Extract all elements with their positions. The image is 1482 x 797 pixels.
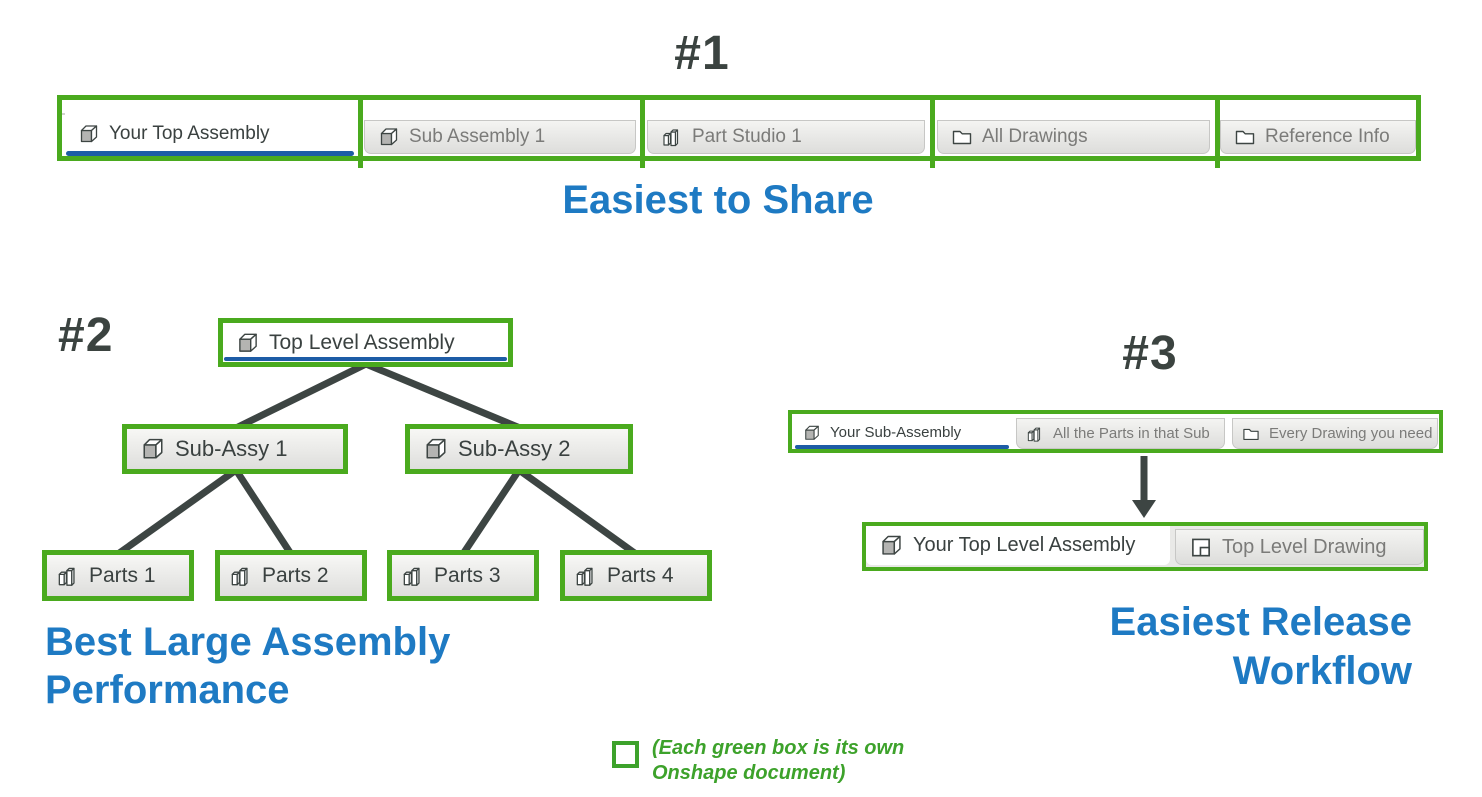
tab-all-the-parts-in-that-sub[interactable]: All the Parts in that Sub	[1016, 418, 1225, 449]
tab-label: Your Top Level Assembly	[913, 534, 1136, 556]
document-divider	[930, 99, 935, 168]
node-top-level-assembly: Top Level Assembly	[218, 318, 513, 367]
section1-caption: Easiest to Share	[562, 178, 874, 222]
node-parts-1: Parts 1	[42, 550, 194, 601]
assembly-icon	[878, 532, 905, 559]
tab-sub-assembly-1[interactable]: Sub Assembly 1	[364, 120, 636, 154]
node-parts-3: Parts 3	[387, 550, 539, 601]
tree-connector-lines	[115, 360, 639, 557]
node-label: Parts 2	[262, 563, 329, 587]
tab-top-level-assembly[interactable]: Top Level Assembly	[223, 323, 508, 362]
tab-all-drawings[interactable]: All Drawings	[937, 120, 1210, 154]
node-label: Sub-Assy 1	[175, 436, 288, 461]
section3-top-tab-bar: Your Sub-Assembly All the Parts in that …	[788, 410, 1443, 453]
node-label: Top Level Assembly	[269, 330, 455, 354]
legend-line1: (Each green box is its own	[652, 737, 905, 759]
section2-caption-line2: Performance	[45, 668, 290, 712]
drawing-icon	[1188, 534, 1214, 560]
section2-caption-line1: Best Large Assembly	[45, 620, 451, 664]
active-tab-underline	[224, 357, 507, 361]
part-studio-icon	[1025, 424, 1045, 444]
folder-icon	[950, 125, 974, 149]
tab-part-studio-1[interactable]: Part Studio 1	[647, 120, 925, 154]
part-studio-icon	[573, 563, 599, 589]
node-parts-4: Parts 4	[560, 550, 712, 601]
tab-label: Part Studio 1	[692, 126, 802, 147]
document-divider	[640, 99, 645, 168]
part-studio-icon	[400, 563, 426, 589]
assembly-icon	[77, 122, 101, 146]
green-box-legend-swatch	[612, 741, 639, 768]
section2-caption: Best Large Assembly Performance	[45, 618, 450, 714]
node-sub-assy-1: Sub-Assy 1	[122, 424, 348, 474]
legend-line2: Onshape document)	[652, 762, 846, 784]
tab-label: Your Sub-Assembly	[830, 424, 962, 441]
section3-bottom-tab-bar: Your Top Level Assembly Top Level Drawin…	[862, 522, 1428, 571]
node-label: Sub-Assy 2	[458, 436, 571, 461]
folder-icon	[1233, 125, 1257, 149]
tab-label: All Drawings	[982, 126, 1088, 147]
assembly-icon	[139, 435, 167, 463]
node-label: Parts 1	[89, 563, 156, 587]
section1-tab-bar: Your Top Assembly Sub Assembly 1 Part St…	[57, 95, 1421, 168]
section3-heading: #3	[1122, 327, 1178, 380]
tab-your-sub-assembly[interactable]: Your Sub-Assembly	[794, 416, 1010, 449]
document-divider	[1215, 99, 1220, 168]
tab-label: Sub Assembly 1	[409, 126, 546, 147]
folder-icon	[1241, 424, 1261, 444]
tab-your-top-level-assembly[interactable]: Your Top Level Assembly	[866, 526, 1170, 565]
part-studio-icon	[660, 125, 684, 149]
assembly-icon	[377, 125, 401, 149]
part-studio-icon	[55, 563, 81, 589]
active-tab-underline	[795, 445, 1009, 449]
assembly-icon	[802, 423, 822, 443]
tab-label: Top Level Drawing	[1222, 535, 1387, 558]
tab-label: Every Drawing you need	[1269, 425, 1433, 442]
section1-heading: #1	[674, 27, 730, 80]
section3-caption: Easiest Release Workflow	[1000, 598, 1412, 696]
tab-top-level-drawing[interactable]: Top Level Drawing	[1175, 529, 1424, 565]
tab-your-top-assembly[interactable]: Your Top Assembly	[65, 112, 355, 156]
section3-caption-line2: Workflow	[1232, 649, 1412, 693]
node-label: Parts 4	[607, 563, 674, 587]
tab-every-drawing-you-need[interactable]: Every Drawing you need	[1232, 418, 1438, 449]
tab-label: Reference Info	[1265, 126, 1390, 147]
tab-reference-info[interactable]: Reference Info	[1220, 120, 1416, 154]
legend-text: (Each green box is its own Onshape docum…	[652, 736, 904, 786]
document-divider	[358, 99, 363, 168]
section2-heading: #2	[58, 309, 114, 362]
part-studio-icon	[228, 563, 254, 589]
node-sub-assy-2: Sub-Assy 2	[405, 424, 633, 474]
section3-caption-line1: Easiest Release	[1109, 600, 1412, 644]
assembly-icon	[235, 330, 261, 356]
tab-label: Your Top Assembly	[109, 123, 270, 144]
assembly-icon	[422, 435, 450, 463]
active-tab-underline	[66, 151, 354, 156]
node-parts-2: Parts 2	[215, 550, 367, 601]
tab-label: All the Parts in that Sub	[1053, 425, 1210, 442]
node-label: Parts 3	[434, 563, 501, 587]
arrow-down-icon	[1132, 456, 1156, 518]
